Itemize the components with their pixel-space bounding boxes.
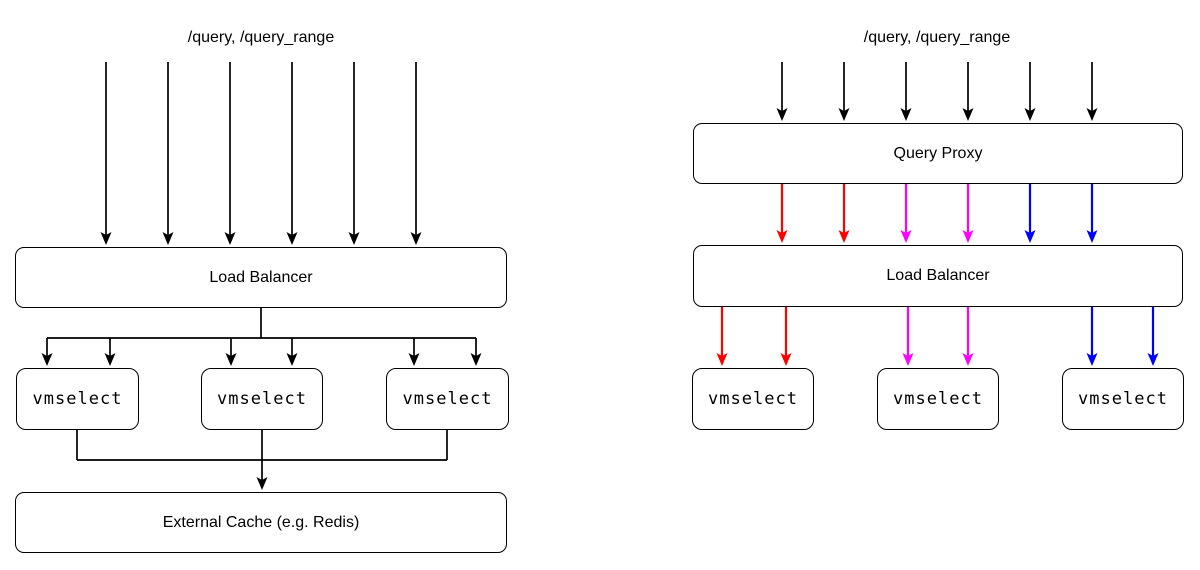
right-proxy-to-lb-arrow-head [1024,230,1036,243]
right-client-request-arrow-head [1086,108,1098,121]
right-proxy-to-lb-arrow-head [1086,230,1098,243]
right-proxy-to-lb-arrow-head [900,230,912,243]
left-vmselect-to-cache-arrow-head [256,477,268,490]
right-vmselect-2: vmselect [877,368,999,430]
right-client-request-arrow-head [838,108,850,121]
right-proxy-to-lb-arrow-head [838,230,850,243]
left-lb-to-vmselect-arrow-head [470,353,482,366]
right-vmselect-1-label: vmselect [708,389,798,409]
left-lb-to-vmselect-arrow-head [41,353,53,366]
left-load-balancer-label: Load Balancer [209,268,313,286]
left-vmselect-2: vmselect [201,368,323,430]
left-client-request-arrow-head [348,232,360,245]
left-external-cache: External Cache (e.g. Redis) [15,492,507,553]
right-client-request-arrow-head [1024,108,1036,121]
right-lb-to-vmselect-arrow-head [902,353,914,366]
right-vmselect-2-label: vmselect [893,389,983,409]
right-proxy-to-lb-arrow-head [776,230,788,243]
left-client-request-arrow-head [100,232,112,245]
right-proxy-to-lb-arrow-head [962,230,974,243]
right-load-balancer: Load Balancer [693,245,1183,307]
left-lb-to-vmselect-arrow-head [286,353,298,366]
right-client-request-arrow-head [776,108,788,121]
left-load-balancer: Load Balancer [15,247,507,308]
left-vmselect-2-label: vmselect [217,389,307,409]
right-query-proxy-label: Query Proxy [893,144,983,162]
left-client-request-arrow-head [286,232,298,245]
right-client-request-arrow-head [900,108,912,121]
left-lb-to-vmselect-arrow-head [104,353,116,366]
left-lb-to-vmselect-arrow-head [225,353,237,366]
right-endpoint-label: /query, /query_range [863,29,1011,46]
right-lb-to-vmselect-arrow-head [780,353,792,366]
right-lb-to-vmselect-arrow-head [962,353,974,366]
right-vmselect-1: vmselect [692,368,814,430]
left-endpoint-label: /query, /query_range [187,29,335,46]
left-vmselect-1-label: vmselect [32,389,123,409]
left-lb-to-vmselect-arrow-head [408,353,420,366]
right-lb-to-vmselect-arrow-head [1086,353,1098,366]
left-vmselect-1: vmselect [16,368,139,430]
left-external-cache-label: External Cache (e.g. Redis) [162,513,360,531]
right-load-balancer-label: Load Balancer [886,267,990,284]
left-vmselect-3-label: vmselect [402,389,493,409]
left-client-request-arrow-head [410,232,422,245]
right-query-proxy: Query Proxy [693,123,1183,184]
right-vmselect-3: vmselect [1062,368,1184,430]
left-client-request-arrow-head [224,232,236,245]
right-lb-to-vmselect-arrow-head [1147,353,1159,366]
left-client-request-arrow-head [162,232,174,245]
right-vmselect-3-label: vmselect [1078,389,1168,409]
left-vmselect-3: vmselect [386,368,509,430]
right-client-request-arrow-head [962,108,974,121]
right-lb-to-vmselect-arrow-head [716,353,728,366]
